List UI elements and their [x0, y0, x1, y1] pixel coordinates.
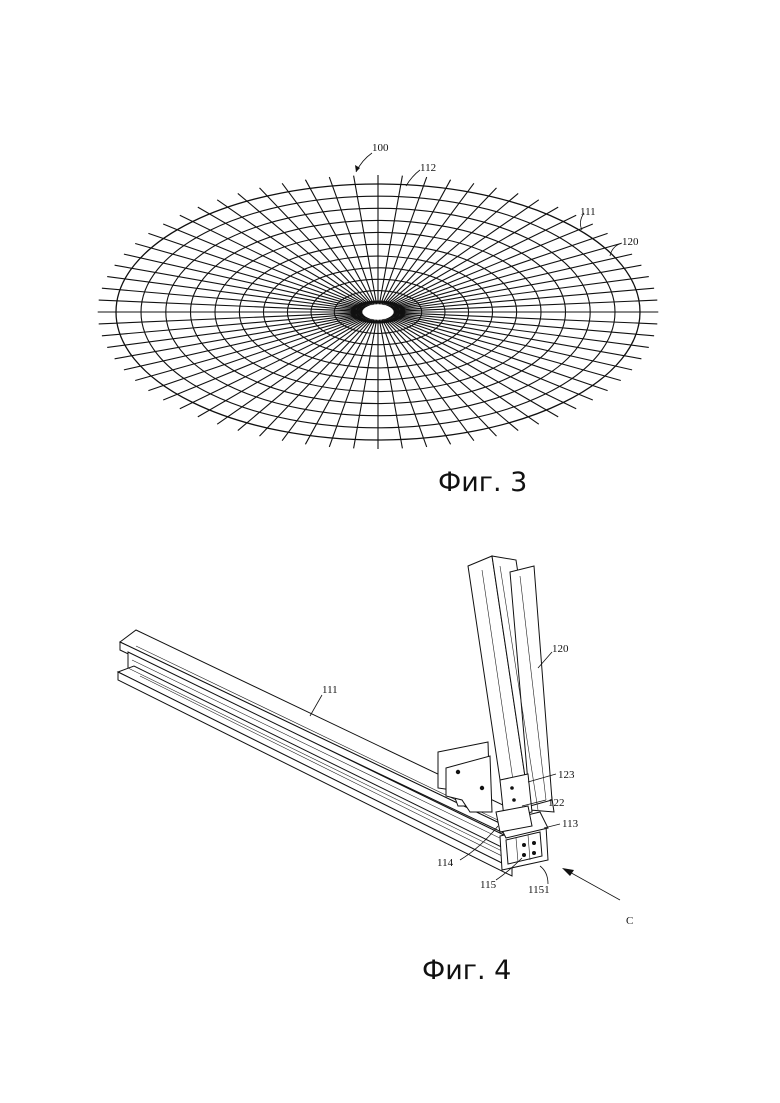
label-112: 112: [420, 162, 436, 174]
label-view-c: C: [626, 915, 633, 927]
label-111: 111: [580, 206, 596, 218]
figure-3-caption: Фиг. 3: [438, 467, 527, 498]
bolt-hole: [456, 770, 460, 774]
label-111-fig4: 111: [322, 684, 338, 696]
bolt-hole: [532, 841, 536, 845]
radial-beam: [135, 316, 364, 381]
radial-web-frame: [98, 175, 659, 449]
radial-beam: [217, 200, 369, 306]
radial-beam: [217, 318, 369, 424]
label-1151: 1151: [528, 884, 550, 896]
leader-1151: [540, 866, 548, 884]
radial-beam: [238, 193, 370, 305]
leader-112: [406, 170, 420, 186]
radial-beam: [386, 193, 518, 305]
bolt-hole: [522, 853, 526, 857]
radial-beam: [282, 183, 373, 304]
radial-beam: [392, 316, 621, 381]
radial-beam: [354, 176, 377, 305]
label-113: 113: [562, 818, 579, 830]
figure-4-caption: Фиг. 4: [422, 955, 511, 986]
label-123: 123: [558, 769, 575, 781]
bolt-hole: [512, 798, 516, 802]
radial-beam: [386, 319, 518, 431]
label-120-fig3: 120: [622, 236, 639, 248]
view-arrowhead: [562, 868, 574, 876]
bolt-hole: [510, 786, 514, 790]
label-114: 114: [437, 857, 454, 869]
label-115: 115: [480, 879, 497, 891]
bolt-hole: [532, 851, 536, 855]
figure-3: 100 112 111 120 Фиг. 3: [98, 142, 659, 498]
figure-4: 111 120 123 122 113 114 115 1151 C Фиг. …: [118, 556, 633, 986]
label-100: 100: [372, 142, 389, 154]
radial-beam: [383, 183, 474, 304]
label-120-fig4: 120: [552, 643, 569, 655]
radial-beam: [379, 320, 402, 449]
label-122: 122: [548, 797, 565, 809]
radial-beam: [354, 320, 377, 449]
radial-beam: [392, 244, 621, 309]
radial-beam: [282, 319, 373, 441]
radial-beam: [379, 176, 402, 305]
view-arrow-c: [566, 870, 620, 900]
leader-111-fig4: [310, 695, 322, 716]
radial-beam: [135, 244, 364, 309]
radial-beam: [238, 319, 370, 431]
bolt-hole: [480, 786, 484, 790]
radial-beam: [387, 200, 539, 306]
radial-beam: [387, 318, 539, 424]
radial-beam: [383, 319, 474, 441]
bolt-hole: [522, 843, 526, 847]
